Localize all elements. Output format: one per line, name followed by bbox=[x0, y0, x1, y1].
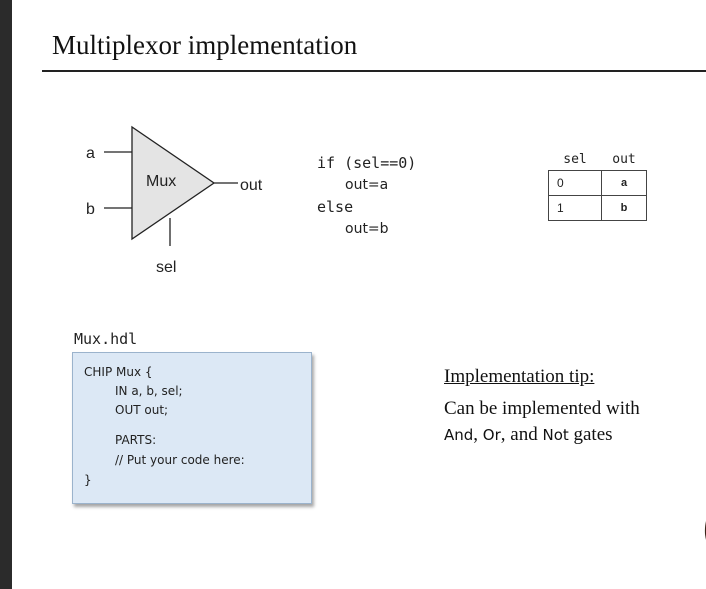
pseudocode-line: out=b bbox=[345, 221, 389, 237]
truth-table-row: 1 b bbox=[548, 195, 647, 221]
pseudocode-line: else bbox=[317, 198, 354, 216]
title-underline bbox=[42, 70, 706, 72]
slide: Multiplexor implementation a b Mux out s… bbox=[12, 0, 706, 589]
pseudocode-line: if (sel==0) bbox=[317, 154, 417, 172]
truth-table-cell-out: a bbox=[601, 170, 647, 196]
truth-table: sel out 0 a 1 b bbox=[548, 148, 647, 221]
hdl-filename: Mux.hdl bbox=[74, 330, 138, 348]
hdl-code-line: CHIP Mux { bbox=[84, 365, 153, 379]
mux-gate-label: Mux bbox=[146, 173, 176, 190]
presenter-edge bbox=[704, 521, 706, 540]
select-label: sel bbox=[156, 259, 176, 276]
tip-line: Can be implemented with bbox=[444, 398, 640, 419]
hdl-code-line: } bbox=[84, 473, 92, 487]
pseudocode: if (sel==0) out=a else out=b bbox=[317, 152, 416, 240]
tip-line: And, Or, and Not gates bbox=[444, 424, 613, 445]
hdl-code-line: PARTS: bbox=[115, 433, 157, 447]
gate-name: Not bbox=[542, 426, 569, 444]
hdl-code-box: CHIP Mux { IN a, b, sel; OUT out; PARTS:… bbox=[72, 352, 312, 504]
truth-table-cell-out: b bbox=[601, 195, 647, 221]
hdl-code-line: OUT out; bbox=[115, 403, 169, 417]
mux-diagram: a b Mux out sel bbox=[86, 125, 263, 276]
truth-table-row: 0 a bbox=[548, 170, 647, 196]
tip-heading: Implementation tip: bbox=[444, 366, 595, 387]
truth-table-cell-sel: 1 bbox=[548, 195, 602, 221]
mux-gate-shape bbox=[131, 125, 216, 241]
truth-table-header-sel: sel bbox=[563, 151, 587, 167]
gate-name: And bbox=[444, 426, 474, 444]
input-b-label: b bbox=[86, 201, 95, 218]
implementation-tip: Implementation tip: Can be implemented w… bbox=[444, 366, 640, 446]
hdl-code-line: // Put your code here: bbox=[115, 453, 245, 467]
slide-title: Multiplexor implementation bbox=[52, 30, 358, 60]
gate-name: Or bbox=[482, 426, 501, 444]
truth-table-cell-sel: 0 bbox=[548, 170, 602, 196]
input-a-label: a bbox=[86, 145, 95, 162]
output-label: out bbox=[240, 177, 263, 194]
pseudocode-line: out=a bbox=[345, 177, 389, 193]
hdl-code-line: IN a, b, sel; bbox=[115, 384, 183, 398]
truth-table-header-out: out bbox=[612, 151, 636, 167]
